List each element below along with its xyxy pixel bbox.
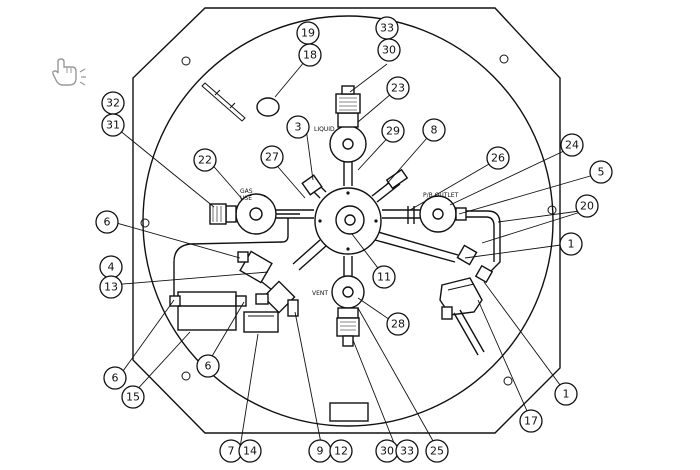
callout-13: 13	[99, 275, 123, 299]
svg-text:13: 13	[104, 281, 118, 294]
svg-text:11: 11	[377, 271, 391, 284]
callout-15: 15	[121, 385, 145, 409]
central-hub	[314, 187, 382, 255]
svg-text:9: 9	[317, 445, 324, 458]
callout-33a: 33	[375, 16, 399, 40]
vent-label: VENT	[312, 290, 328, 297]
callout-14: 14	[238, 439, 262, 463]
svg-text:19: 19	[301, 27, 315, 40]
svg-text:27: 27	[265, 151, 279, 164]
gas-use-label-line2: USE	[240, 195, 252, 202]
left-fitting-cluster	[237, 250, 299, 317]
svg-text:32: 32	[106, 97, 120, 110]
callout-26: 26	[486, 146, 510, 170]
svg-text:33: 33	[400, 445, 414, 458]
svg-text:15: 15	[126, 391, 140, 404]
bottom-plate-slot	[329, 402, 369, 422]
callout-11: 11	[372, 265, 396, 289]
diagonal-slot	[201, 82, 246, 122]
svg-text:17: 17	[524, 415, 538, 428]
callout-7: 7	[219, 439, 243, 463]
svg-text:1: 1	[568, 238, 575, 251]
svg-text:33: 33	[380, 22, 394, 35]
svg-text:6: 6	[205, 360, 212, 373]
svg-text:30: 30	[382, 44, 396, 57]
callout-32: 32	[101, 91, 125, 115]
svg-text:6: 6	[112, 372, 119, 385]
coil-block	[243, 311, 279, 333]
callout-3: 3	[286, 115, 310, 139]
svg-text:3: 3	[295, 121, 302, 134]
gas-use-valve	[173, 193, 300, 296]
callout-29: 29	[381, 119, 405, 143]
callout-6a: 6	[95, 210, 119, 234]
callout-27: 27	[260, 145, 284, 169]
callout-17: 17	[519, 409, 543, 433]
callout-22: 22	[193, 148, 217, 172]
svg-text:28: 28	[391, 318, 405, 331]
callout-25: 25	[425, 439, 449, 463]
svg-text:5: 5	[598, 166, 605, 179]
svg-text:25: 25	[430, 445, 444, 458]
callout-20: 20	[575, 194, 599, 218]
pointing-hand-icon	[52, 58, 86, 86]
svg-text:30: 30	[380, 445, 394, 458]
callout-24: 24	[560, 133, 584, 157]
svg-text:29: 29	[386, 125, 400, 138]
callout-19: 19	[296, 21, 320, 45]
liquid-label: LIQUID	[314, 126, 335, 133]
svg-text:18: 18	[303, 49, 317, 62]
callout-5: 5	[589, 160, 613, 184]
svg-text:24: 24	[565, 139, 579, 152]
fitting-3	[301, 174, 323, 196]
callout-1a: 1	[559, 232, 583, 256]
svg-text:14: 14	[243, 445, 257, 458]
svg-text:23: 23	[391, 82, 405, 95]
manifold-arms	[270, 160, 459, 278]
svg-text:22: 22	[198, 154, 212, 167]
regulator	[439, 244, 494, 356]
gas-use-label-line1: GAS	[240, 188, 253, 195]
svg-text:6: 6	[104, 216, 111, 229]
solenoid-block	[169, 291, 247, 331]
svg-text:1: 1	[563, 388, 570, 401]
svg-text:8: 8	[431, 124, 438, 137]
svg-text:31: 31	[106, 119, 120, 132]
svg-text:12: 12	[334, 445, 348, 458]
svg-text:4: 4	[108, 261, 115, 274]
callout-28: 28	[386, 312, 410, 336]
liquid-valve	[329, 85, 367, 163]
callout-1b: 1	[554, 382, 578, 406]
callout-8: 8	[422, 118, 446, 142]
callout-9: 9	[308, 439, 332, 463]
pb-outlet-label: P/B OUTLET	[423, 192, 459, 199]
callout-30b: 30	[375, 439, 399, 463]
callout-4: 4	[99, 255, 123, 279]
callout-6c: 6	[196, 354, 220, 378]
oval-part	[256, 97, 280, 117]
callout-23: 23	[386, 76, 410, 100]
mounting-holes	[140, 54, 557, 386]
callout-12: 12	[329, 439, 353, 463]
vent-valve	[331, 275, 365, 347]
svg-text:7: 7	[228, 445, 235, 458]
callout-30a: 30	[377, 38, 401, 62]
callout-18: 18	[298, 43, 322, 67]
octagonal-plate	[132, 7, 561, 434]
callout-6b: 6	[103, 366, 127, 390]
svg-text:20: 20	[580, 200, 594, 213]
callout-33b: 33	[395, 439, 419, 463]
svg-text:26: 26	[491, 152, 505, 165]
pb-outlet-valve	[407, 195, 501, 273]
callout-31: 31	[101, 113, 125, 137]
leader-lines	[110, 54, 605, 449]
